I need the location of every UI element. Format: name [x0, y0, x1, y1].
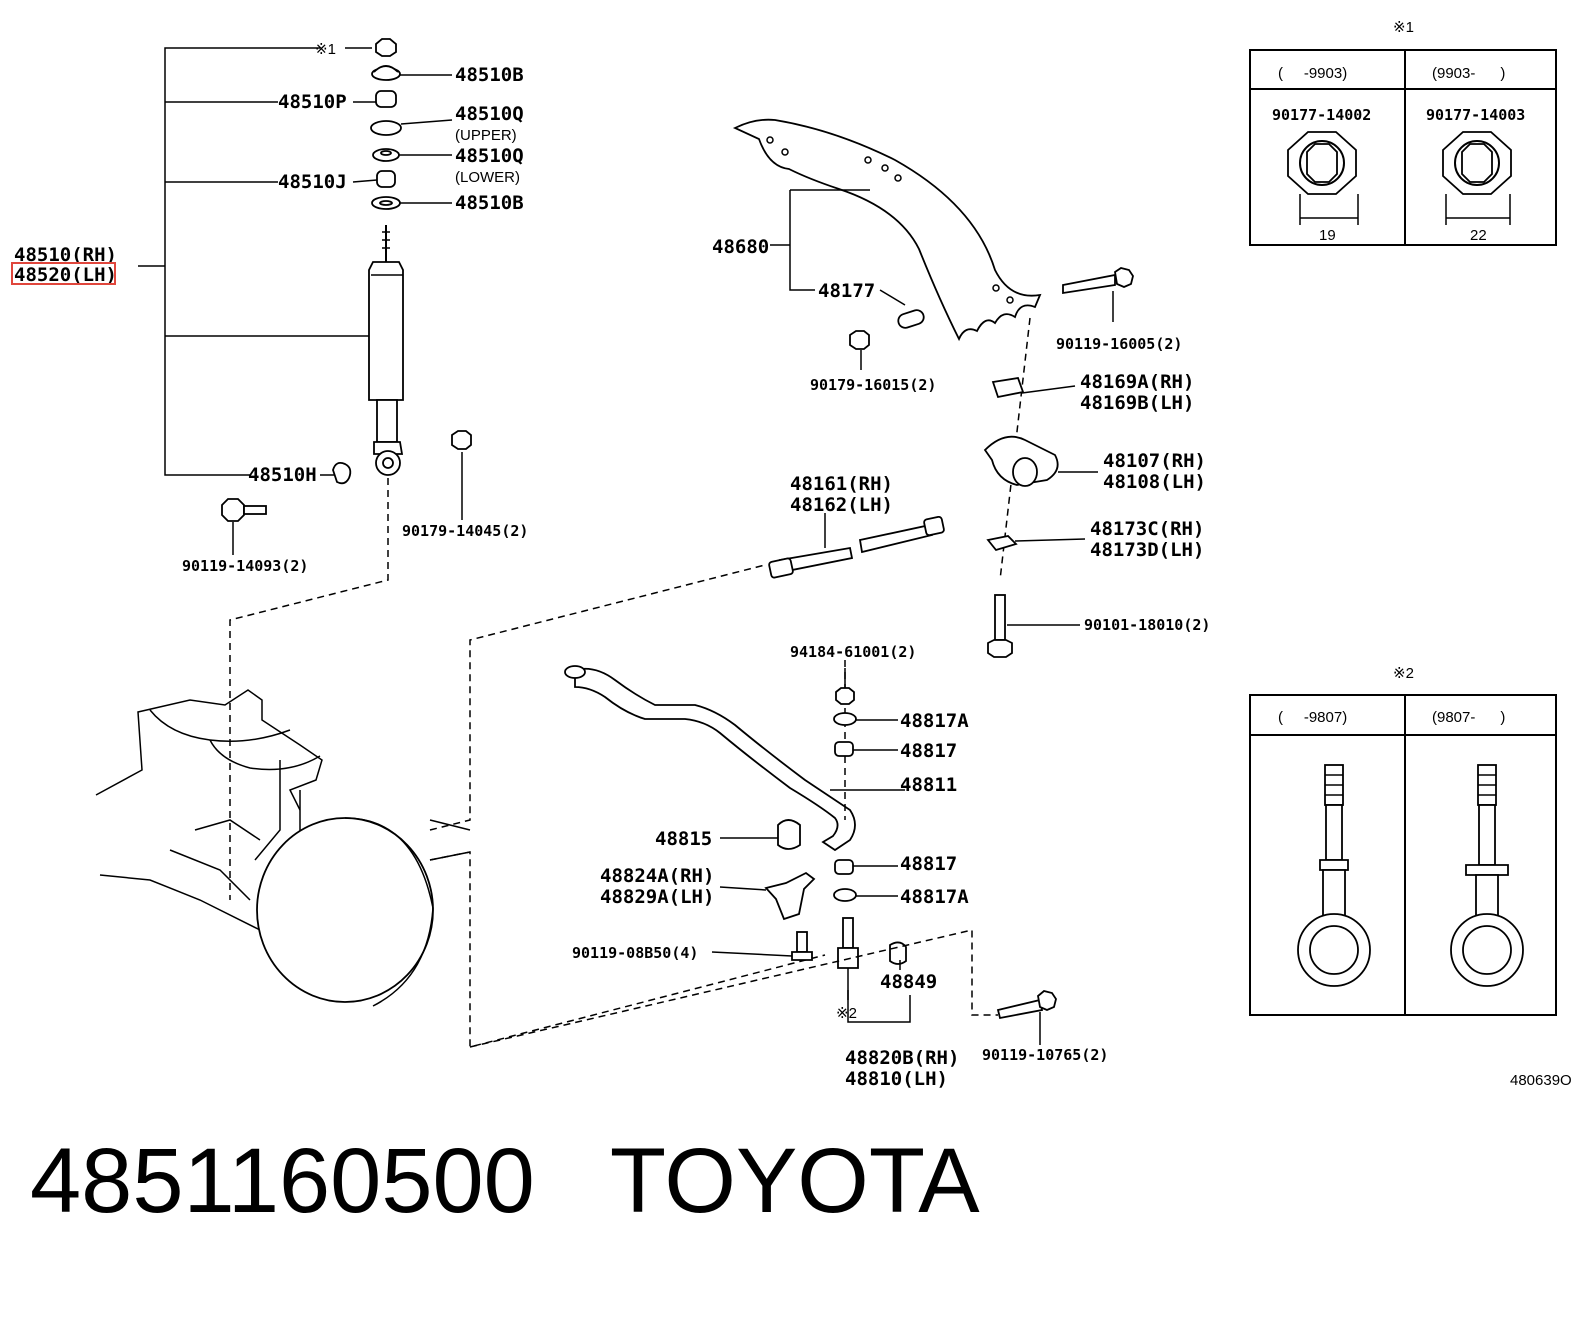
table1-col1-part: 90177-14002: [1272, 106, 1371, 124]
label-48510b-bottom: 48510B: [455, 192, 524, 214]
label-48811: 48811: [900, 774, 957, 796]
part-number-caption: 4851160500 TOYOTA: [30, 1130, 980, 1232]
label-48510q-upper: 48510Q: [455, 103, 524, 125]
label-48107: 48107(RH): [1103, 450, 1206, 472]
parts-diagram: ※1 48510B 48510P 48510Q (UPPER) 48510Q (…: [11, 19, 1572, 1090]
label-48510-rh: 48510(RH): [14, 244, 117, 266]
label-90119-10765: 90119-10765(2): [982, 1046, 1108, 1064]
highlight-box: [11, 262, 116, 285]
note-mark-1: ※1: [315, 41, 336, 58]
vehicle-outline: [95, 564, 826, 1048]
table1-col1-head: ( -9903): [1278, 65, 1347, 82]
label-48173d: 48173D(LH): [1090, 539, 1204, 561]
label-90179-16015: 90179-16015(2): [810, 376, 936, 394]
table1-col2-part: 90177-14003: [1426, 106, 1525, 124]
label-48161: 48161(RH): [790, 473, 893, 495]
label-90101-18010: 90101-18010(2): [1084, 616, 1210, 634]
label-48510h: 48510H: [248, 464, 317, 486]
note-mark-2-bottom: ※2: [836, 1005, 857, 1022]
table1-col2-dim: 22: [1470, 227, 1487, 244]
table1-mark: ※1: [1393, 19, 1414, 36]
label-lower: (LOWER): [455, 169, 520, 186]
label-90119-16005: 90119-16005(2): [1056, 335, 1182, 353]
label-48177: 48177: [818, 280, 875, 302]
label-48108: 48108(LH): [1103, 471, 1206, 493]
label-90119-14093: 90119-14093(2): [182, 557, 308, 575]
label-48680: 48680: [712, 236, 769, 258]
table2-col2-head: (9807- ): [1432, 709, 1505, 726]
label-48849: 48849: [880, 971, 937, 993]
label-48510q-lower: 48510Q: [455, 145, 524, 167]
table2-mark: ※2: [1393, 665, 1414, 682]
table-nut-variants: [1249, 49, 1557, 246]
label-48169b: 48169B(LH): [1080, 392, 1194, 414]
label-48824a: 48824A(RH): [600, 865, 714, 887]
label-48520-lh: 48520(LH): [14, 264, 117, 286]
label-48817a-bottom: 48817A: [900, 886, 969, 908]
table1-col2-head: (9903- ): [1432, 65, 1505, 82]
label-90179-14045: 90179-14045(2): [402, 522, 528, 540]
label-48829a: 48829A(LH): [600, 886, 714, 908]
label-94184-61001: 94184-61001(2): [790, 643, 916, 661]
torsion-bars: [768, 513, 945, 579]
stabilizer-bar: [564, 660, 905, 852]
table2-col1-head: ( -9807): [1278, 709, 1347, 726]
labels: ※1 48510B 48510P 48510Q (UPPER) 48510Q (…: [11, 19, 1572, 1090]
label-90119-08b50: 90119-08B50(4): [572, 944, 698, 962]
label-upper: (UPPER): [455, 127, 517, 144]
label-48817-top: 48817: [900, 740, 957, 762]
link-parts: [469, 668, 1057, 1048]
label-48820b: 48820B(RH): [845, 1047, 959, 1069]
bracket-48680: [732, 118, 1134, 658]
label-48815: 48815: [655, 828, 712, 850]
figure-id: 480639O: [1510, 1072, 1572, 1089]
table-link-variants: [1249, 694, 1557, 1016]
label-48510p: 48510P: [278, 91, 347, 113]
table1-col1-dim: 19: [1319, 227, 1336, 244]
label-48162: 48162(LH): [790, 494, 893, 516]
label-48817a-top: 48817A: [900, 710, 969, 732]
label-48810: 48810(LH): [845, 1068, 948, 1090]
label-48173c: 48173C(RH): [1090, 518, 1204, 540]
shock-absorber-group: [138, 38, 472, 900]
label-48510j: 48510J: [278, 171, 347, 193]
label-48169a: 48169A(RH): [1080, 371, 1194, 393]
label-48817-bottom: 48817: [900, 853, 957, 875]
label-48510b-top: 48510B: [455, 64, 524, 86]
